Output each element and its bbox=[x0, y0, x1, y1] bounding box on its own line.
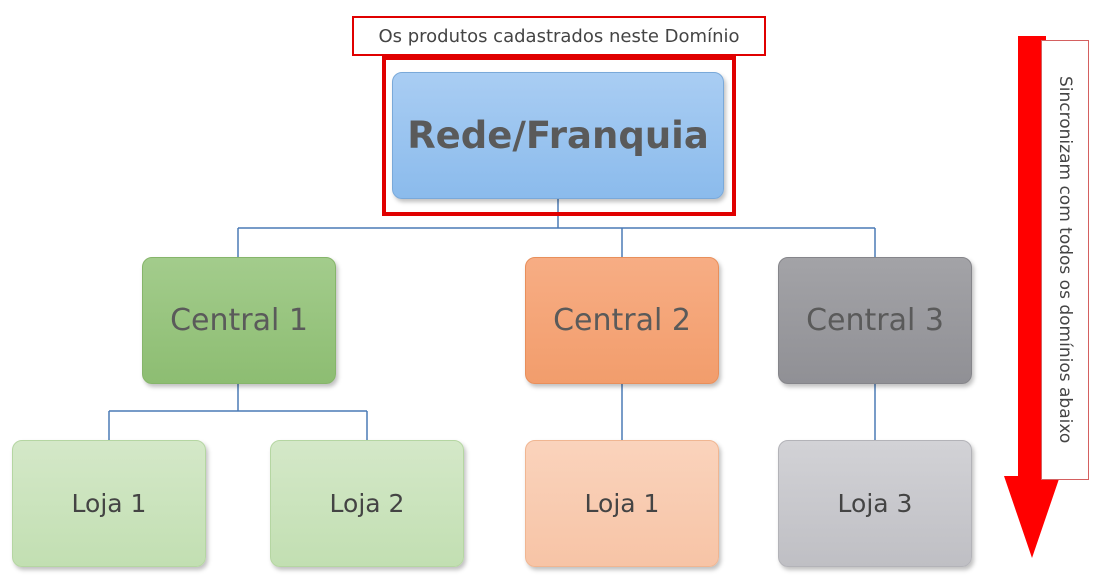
central-node-3: Central 3 bbox=[778, 257, 972, 384]
central-node-label: Central 3 bbox=[806, 303, 944, 338]
central-node-1: Central 1 bbox=[142, 257, 336, 384]
central-node-2: Central 2 bbox=[525, 257, 719, 384]
store-node-label: Loja 3 bbox=[837, 489, 913, 518]
store-node-central2-loja1: Loja 1 bbox=[525, 440, 719, 567]
central-node-label: Central 2 bbox=[553, 303, 691, 338]
sync-note-text: Sincronizam com todos os domínios abaixo bbox=[1055, 76, 1075, 444]
store-node-central1-loja2: Loja 2 bbox=[270, 440, 464, 567]
domain-caption: Os produtos cadastrados neste Domínio bbox=[352, 16, 766, 56]
central-node-label: Central 1 bbox=[170, 303, 308, 338]
store-node-central3-loja3: Loja 3 bbox=[778, 440, 972, 567]
store-node-central1-loja1: Loja 1 bbox=[12, 440, 206, 567]
root-node-label: Rede/Franquia bbox=[407, 114, 709, 157]
store-node-label: Loja 2 bbox=[329, 489, 405, 518]
root-node-rede-franquia: Rede/Franquia bbox=[392, 72, 724, 199]
store-node-label: Loja 1 bbox=[584, 489, 660, 518]
sync-note-box: Sincronizam com todos os domínios abaixo bbox=[1041, 40, 1089, 480]
root-highlight-frame bbox=[382, 56, 736, 216]
store-node-label: Loja 1 bbox=[71, 489, 147, 518]
